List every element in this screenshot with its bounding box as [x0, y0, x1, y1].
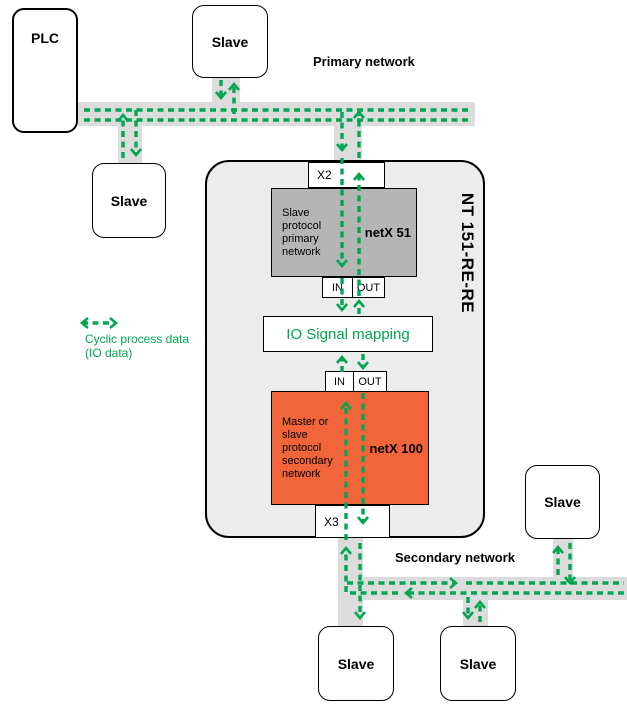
port-x2: X2: [308, 162, 385, 188]
primary-bus-arrows: [84, 80, 470, 158]
io-mapping-label: IO Signal mapping: [286, 325, 410, 343]
x2-drop: [334, 124, 362, 162]
legend-text: Cyclic process data (IO data): [85, 332, 189, 360]
slave-label: Slave: [211, 33, 249, 50]
netx100-box: Master or slave protocol secondary netwo…: [271, 391, 429, 505]
netx51-name: netX 51: [364, 225, 411, 240]
slave-mid-drop: [463, 598, 488, 628]
slave-label: Slave: [110, 192, 148, 209]
slave-box-right: Slave: [525, 465, 600, 539]
slave-top-drop: [212, 76, 240, 104]
slave-box-left: Slave: [92, 163, 166, 238]
port-x3: X3: [315, 505, 390, 538]
in-label: IN: [332, 281, 343, 294]
out-label: OUT: [358, 376, 382, 388]
primary-bus-bar: [78, 102, 475, 126]
in-label: IN: [334, 376, 345, 388]
port-x2-label: X2: [317, 168, 332, 182]
netx100-role: Master or slave protocol secondary netwo…: [282, 415, 333, 480]
secondary-network-label: Secondary network: [395, 550, 515, 565]
slave-label: Slave: [459, 655, 497, 672]
in-port-netx51: IN: [322, 277, 353, 298]
netx51-role: Slave protocol primary network: [282, 206, 322, 258]
slave-box-bottom-2: Slave: [440, 626, 516, 701]
slave-left-drop: [118, 124, 142, 165]
out-port-netx100: OUT: [353, 371, 387, 393]
port-x3-label: X3: [324, 514, 339, 529]
out-port-netx51: OUT: [352, 277, 385, 298]
netx100-name: netX 100: [369, 440, 423, 456]
plc-label: PLC: [31, 30, 59, 46]
netx51-box: Slave protocol primary network netX 51: [271, 188, 417, 277]
legend-line2: (IO data): [85, 346, 133, 360]
gateway-title: NT 151-RE-RE: [458, 192, 477, 314]
out-label: OUT: [356, 281, 381, 294]
slave-box-bottom-1: Slave: [318, 626, 394, 701]
slave-right-drop: [553, 537, 573, 579]
plc-box: PLC: [12, 8, 78, 133]
slave-box-top: Slave: [192, 5, 268, 78]
slave-label: Slave: [337, 655, 375, 672]
x3-drop: [338, 536, 363, 628]
in-port-netx100: IN: [325, 371, 354, 393]
legend-line1: Cyclic process data: [85, 332, 190, 346]
primary-network-label: Primary network: [313, 54, 415, 69]
secondary-bus-bar: [340, 577, 627, 600]
slave-label: Slave: [544, 494, 581, 510]
io-mapping-box: IO Signal mapping: [263, 316, 433, 352]
